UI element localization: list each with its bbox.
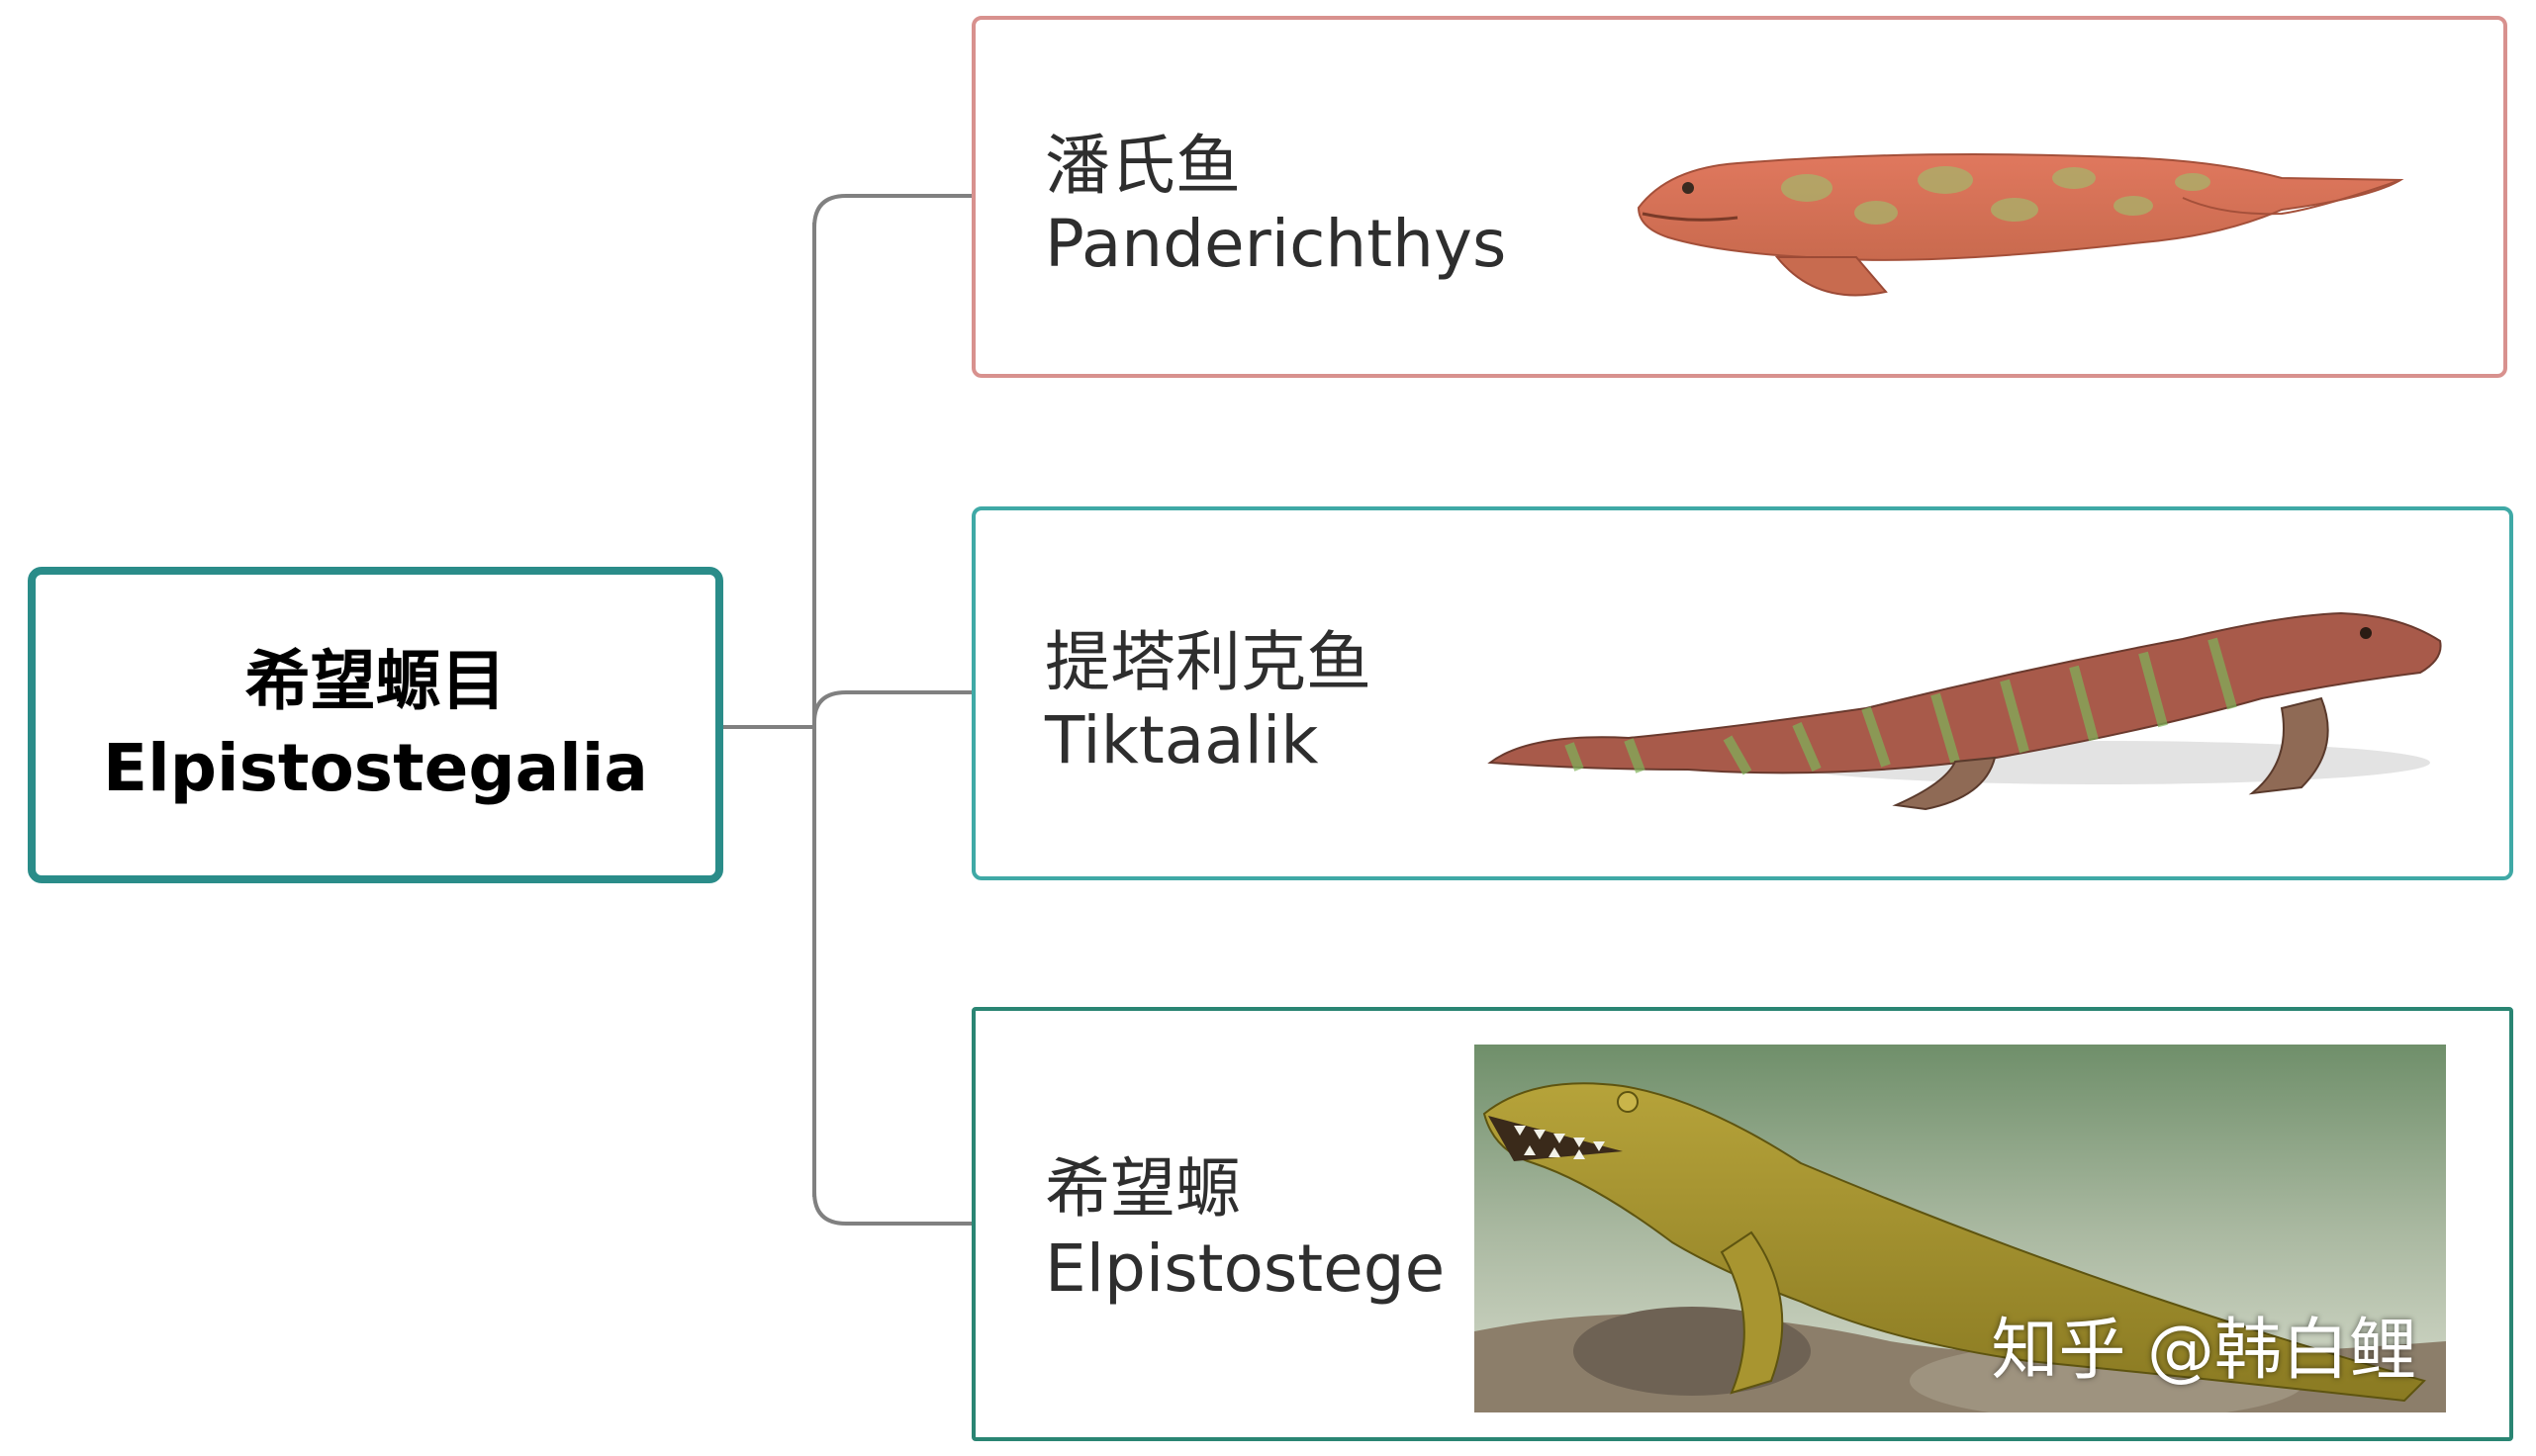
branch-3-connector (812, 1191, 972, 1226)
branch-1-connector (812, 194, 972, 228)
watermark-text: 知乎 @韩白鲤 (1991, 1312, 2416, 1390)
branch-name-en: Tiktaalik (1045, 702, 1319, 778)
root-node: 希望螈目 Elpistostegalia (28, 567, 723, 883)
elpistostege-photo: 知乎 @韩白鲤 (1474, 1045, 2446, 1412)
panderichthys-illustration (1637, 153, 2404, 297)
branch-2-connector (812, 690, 972, 723)
branch-card-elpistostege: 希望螈 Elpistostege (972, 1007, 2513, 1441)
branch-name-en: Panderichthys (1045, 206, 1507, 282)
branch-name-zh: 提塔利克鱼 (1045, 624, 1371, 700)
branch-name-zh: 潘氏鱼 (1045, 128, 1241, 204)
branch-card-tiktaalik: 提塔利克鱼 Tiktaalik (972, 506, 2513, 880)
branch-name-zh: 希望螈 (1045, 1150, 1241, 1227)
root-title-zh: 希望螈目 (244, 642, 507, 719)
branch-name-en: Elpistostege (1045, 1230, 1446, 1307)
elpistostege-illustration (1474, 1045, 2446, 1412)
branch-card-panderichthys: 潘氏鱼 Panderichthys (972, 16, 2507, 378)
tiktaalik-illustration (1487, 611, 2442, 811)
root-title-en: Elpistostegalia (103, 730, 648, 806)
